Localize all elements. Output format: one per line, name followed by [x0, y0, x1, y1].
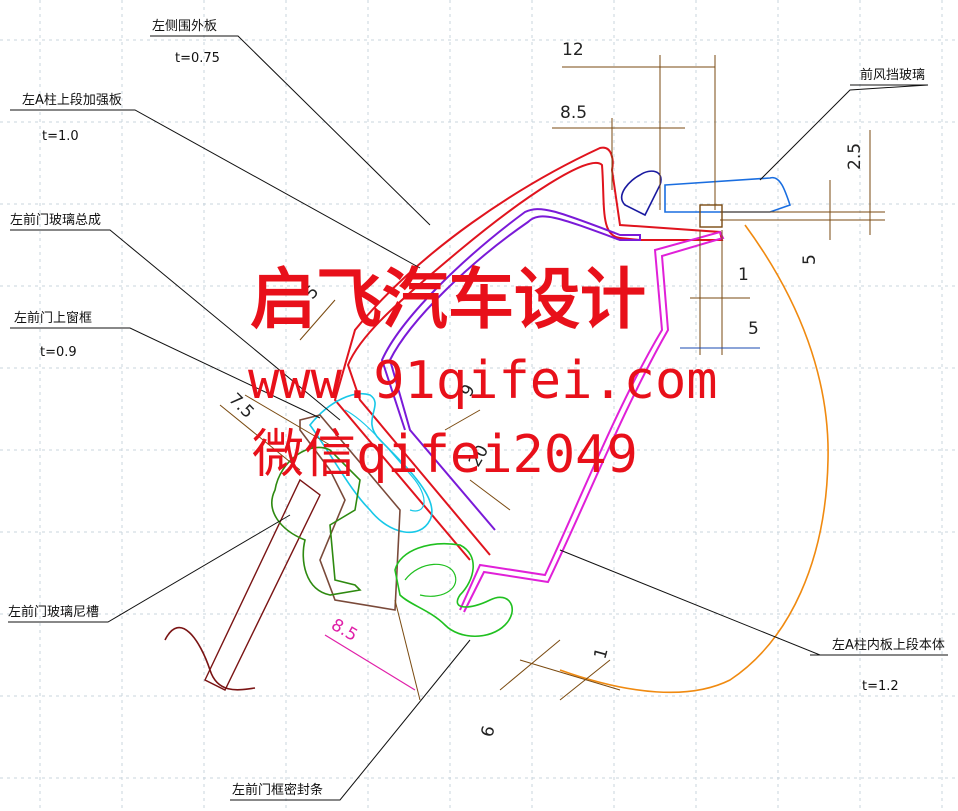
watermark-line-1: 启飞汽车设计	[250, 261, 646, 338]
watermark-line-3: 微信qifei2049	[252, 425, 638, 485]
watermark-line-2: www.91qifei.com	[248, 351, 718, 411]
frame-seal-outline	[394, 542, 514, 637]
dim-8-5-top: 8.5	[560, 103, 587, 123]
door-glass-outline	[308, 393, 433, 534]
dim-12: 12	[562, 40, 584, 60]
label-a-pillar-inner-upper: 左A柱内板上段本体	[832, 637, 945, 653]
door-frame-rail	[204, 478, 321, 691]
side-outer-panel-outline	[333, 146, 724, 561]
dim-5-right: 5	[800, 254, 820, 265]
label-front-door-upper-frame-thickness: t=0.9	[40, 345, 77, 360]
watermark: 启飞汽车设计 www.91qifei.com 微信qifei2049	[248, 261, 718, 485]
label-front-door-glass-assy: 左前门玻璃总成	[10, 212, 101, 228]
frame-seal-bulb	[404, 563, 457, 597]
a-pillar-trim-curve	[559, 224, 829, 694]
door-upper-frame-outline	[299, 414, 401, 611]
glass-run-outline	[271, 446, 362, 596]
label-a-pillar-inner-upper-thickness: t=1.2	[862, 679, 899, 694]
label-front-door-frame-seal: 左前门框密封条	[232, 782, 323, 798]
dim-5-mid: 5	[748, 319, 759, 339]
dimension-8-5-bottom-line	[324, 634, 416, 691]
label-windshield: 前风挡玻璃	[860, 67, 925, 83]
windshield-bracket	[620, 170, 662, 217]
dimension-lines	[219, 55, 885, 701]
dim-8-5-bottom: 8.5	[328, 615, 361, 646]
leader-lines	[8, 35, 948, 801]
windshield-clip	[699, 204, 723, 228]
a-pillar-reinforcement-outline	[380, 208, 641, 531]
windshield-outline	[664, 176, 792, 213]
label-front-door-upper-frame: 左前门上窗框	[14, 310, 92, 326]
label-side-outer-panel: 左侧围外板	[152, 19, 217, 34]
part-labels: 左侧围外板 t=0.75 左A柱上段加强板 t=1.0 左前门玻璃总成 左前门上…	[8, 19, 945, 798]
label-a-pillar-upper-reinf-thickness: t=1.0	[42, 129, 79, 144]
dim-1-mid: 1	[738, 265, 749, 285]
label-a-pillar-upper-reinf: 左A柱上段加强板	[22, 93, 122, 108]
dim-1-bottom: 1	[591, 646, 613, 662]
door-frame-tail-curve	[164, 626, 256, 691]
dim-6: 6	[478, 724, 500, 740]
door-glass-inner	[344, 409, 425, 512]
dim-2-5: 2.5	[845, 143, 865, 170]
label-side-outer-thickness: t=0.75	[175, 51, 220, 66]
label-front-door-glass-run: 左前门玻璃尼槽	[8, 604, 99, 620]
